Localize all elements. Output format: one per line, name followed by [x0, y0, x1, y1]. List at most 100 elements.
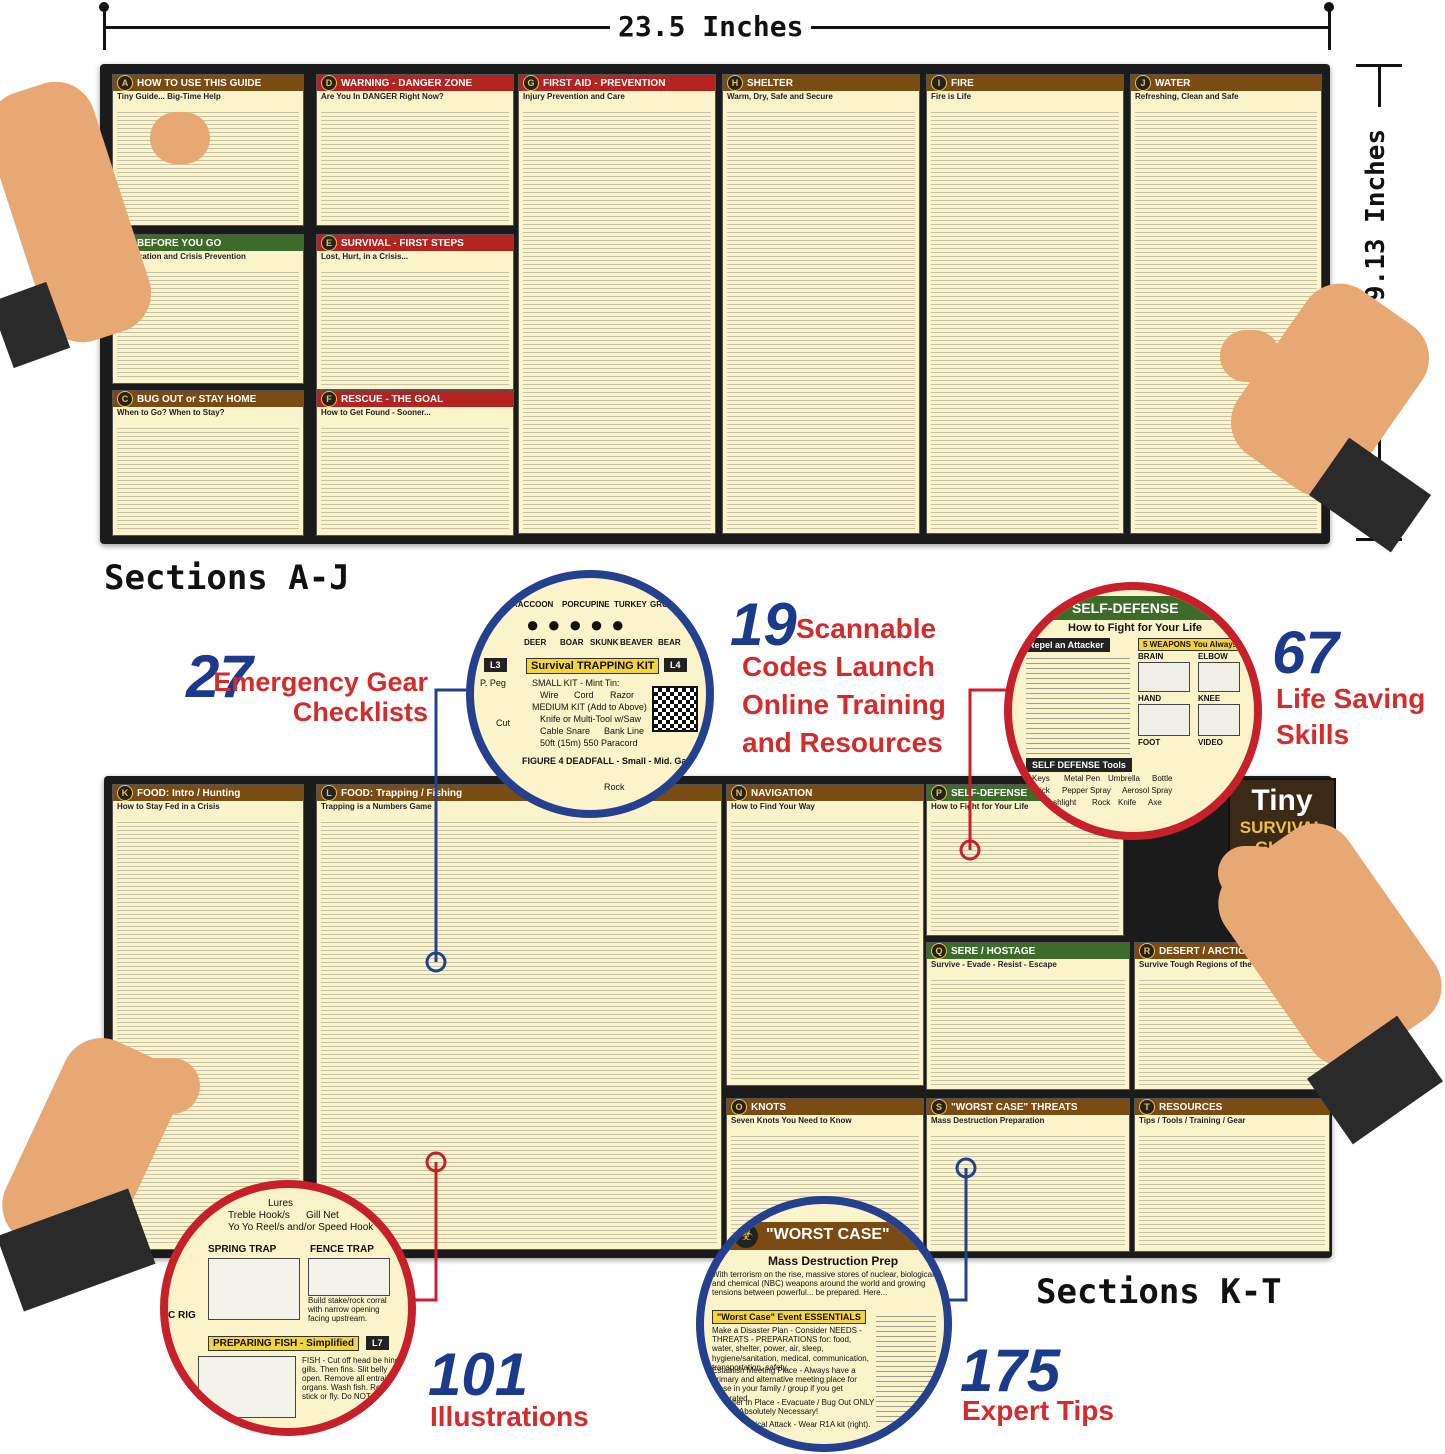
tips-number: 175 — [960, 1337, 1061, 1404]
bottom-panel-letter: K — [117, 785, 133, 801]
zoom-sd-tool-6: Aerosol Spray — [1122, 786, 1173, 795]
bottom-panel-subtitle: Survive - Evade - Resist - Escape — [931, 960, 1057, 969]
zoom-sd-repel: Repel an Attacker — [1022, 638, 1110, 652]
zoom-sd-text-lines — [1026, 654, 1130, 754]
top-panel-text-lines — [117, 425, 299, 531]
zoom-sd-label-foot: FOOT — [1138, 738, 1161, 747]
skills-caption-2: Skills — [1276, 719, 1350, 750]
right-thumb-top — [1220, 330, 1280, 382]
zoom-fish-item-3: Yo Yo Reel/s and/or Speed Hook — [228, 1222, 374, 1233]
zoom-kit-item-3: Razor — [610, 690, 635, 700]
zoom-sd-tool-4: Brick — [1032, 786, 1050, 795]
top-panel-text-lines — [321, 269, 509, 385]
tips-caption: Expert Tips — [962, 1395, 1114, 1426]
width-label: 23.5 Inches — [610, 10, 812, 43]
top-panel-title: RESCUE - THE GOAL — [341, 393, 444, 405]
zoom-fish-prep-code: L7 — [366, 1336, 389, 1350]
top-panel-header: BBEFORE YOU GO — [113, 235, 303, 251]
codes-caption-3: Online Training — [742, 689, 946, 720]
zoom-kit-item-8: 50ft (15m) 550 Paracord — [540, 738, 638, 748]
zoom-fish-sketch-fence — [308, 1258, 390, 1296]
zoom-fish-sketch-fish — [198, 1356, 296, 1418]
height-tick-top — [1356, 64, 1402, 67]
zoom-sd-tool-3: Bottle — [1152, 774, 1173, 783]
zoom-deadfall-title: FIGURE 4 DEADFALL - Small - Mid. Game — [522, 756, 700, 766]
zoom-sd-tool-0: Keys — [1032, 774, 1050, 783]
bottom-panel-subtitle: How to Stay Fed in a Crisis — [117, 802, 220, 811]
zoom-wc-chem: Chemical Attack - Wear R1A kit (right). … — [734, 1420, 871, 1439]
top-panel-text-lines — [321, 425, 509, 531]
width-tick-left — [103, 4, 106, 50]
top-panel-title: SHELTER — [747, 77, 793, 89]
zoom-fish-prep-title: PREPARING FISH - Simplified — [208, 1336, 359, 1351]
zoom-track-skunk: SKUNK — [590, 638, 619, 647]
bottom-panel-title: KNOTS — [751, 1101, 786, 1113]
zoom-animal-porcupine: PORCUPINE — [562, 600, 610, 609]
top-panel-header: F RESCUE - THE GOAL — [317, 391, 513, 407]
zoom-track-beaver: BEAVER — [620, 638, 653, 647]
bottom-panel-subtitle: Seven Knots You Need to Know — [731, 1116, 852, 1125]
sections-k-t-label: Sections K-T — [1036, 1272, 1282, 1312]
bottom-panel-letter: P — [931, 785, 947, 801]
top-panel-subtitle: When to Go? When to Stay? — [117, 408, 225, 417]
zoom-sd-label-knee: KNEE — [1198, 694, 1221, 703]
zoom-fish-item-2: Gill Net — [306, 1210, 339, 1221]
bottom-panel-letter: O — [731, 1099, 747, 1115]
top-panel-subtitle: Preparation and Crisis Prevention — [117, 252, 246, 261]
zoom-sd-tool-1: Metal Pen — [1064, 774, 1101, 783]
top-panel-letter: G — [523, 75, 539, 91]
zoom-kit-title: Survival TRAPPING KIT — [526, 658, 660, 674]
zoom-fish-prep-text: FISH - Cut off head be hind gills. Then … — [302, 1356, 400, 1401]
top-panel-letter: F — [321, 391, 337, 407]
zoom-fish-item-0: Lures — [268, 1198, 294, 1209]
zoom-sd-label-video: VIDEO — [1198, 738, 1223, 747]
zoom-fish-rig: C RIG — [168, 1310, 196, 1321]
track-icons-row: ●●●●● — [526, 612, 633, 637]
height-label: 9.13 Inches — [1361, 107, 1391, 323]
zoom-wc-shelter: Shelter In Place - Evacuate / Bug Out ON… — [718, 1398, 875, 1417]
bottom-panel-letter: R — [1139, 943, 1155, 959]
zoom-track-boar: BOAR — [560, 638, 584, 647]
zoom-kit-item-2: Cord — [574, 690, 594, 700]
top-panel-subtitle: Are You In DANGER Right Now? — [321, 92, 444, 101]
top-panel-letter: J — [1135, 75, 1151, 91]
zoom-sd-sketch-3 — [1138, 704, 1190, 736]
zoom-sd-tool-7: Flashlight — [1042, 798, 1077, 807]
zoom-fishing: Lures Treble Hook/s Gill Net Yo Yo Reel/… — [160, 1180, 416, 1436]
bottom-panel-title: "WORST CASE" THREATS — [951, 1101, 1078, 1113]
top-panel-title: BEFORE YOU GO — [137, 237, 222, 249]
illustrations-caption: Illustrations — [430, 1401, 589, 1432]
zoom-fish-spring: SPRING TRAP — [208, 1244, 277, 1255]
zoom-peg: P. Peg — [480, 678, 506, 688]
zoom-sd-tool-10: Axe — [1148, 798, 1162, 807]
codes-caption-4: and Resources — [742, 727, 943, 758]
bottom-panel-text-lines — [1139, 1133, 1325, 1247]
illustrations-number: 101 — [428, 1341, 529, 1408]
top-panel-subtitle: Injury Prevention and Care — [523, 92, 625, 101]
top-panel-subtitle: How to Get Found - Sooner... — [321, 408, 431, 417]
bottom-panel-text-lines — [931, 977, 1125, 1085]
zoom-animal-grouse: GROUSE — [650, 600, 685, 609]
bottom-panel-title: SERE / HOSTAGE — [951, 945, 1036, 957]
top-panel-text-lines — [931, 109, 1119, 529]
bottom-panel-letter: T — [1139, 1099, 1155, 1115]
bottom-panel-text-lines — [117, 819, 299, 1245]
width-dot-left — [99, 2, 109, 12]
checklists-caption: Emergency Gear Checklists — [213, 667, 428, 727]
zoom-animal-turkey: TURKEY — [614, 600, 647, 609]
codes-caption-2: Codes Launch — [742, 651, 935, 682]
zoom-rock-label: Rock — [604, 782, 625, 792]
top-panel-subtitle: Tiny Guide... Big-Time Help — [117, 92, 221, 101]
skills-caption-1: Life Saving — [1276, 683, 1426, 714]
top-panel-letter: C — [117, 391, 133, 407]
top-panel-subtitle: Lost, Hurt, in a Crisis... — [321, 252, 409, 261]
